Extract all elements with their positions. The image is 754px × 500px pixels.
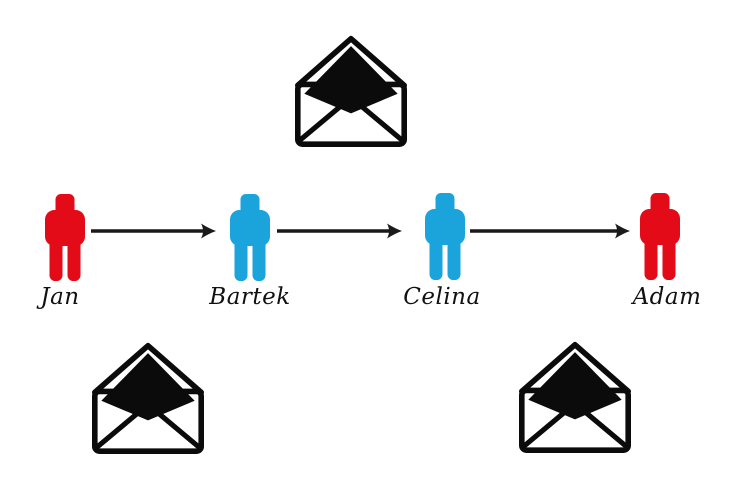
arrow-right-icon — [276, 220, 404, 242]
open-envelope-icon — [92, 339, 204, 456]
person-icon — [230, 194, 270, 281]
open-envelope-icon — [295, 32, 407, 149]
open-envelope-icon — [519, 338, 631, 455]
person-label: Adam — [632, 284, 702, 310]
person-label: Jan — [40, 284, 80, 310]
person-icon — [45, 194, 85, 281]
person-icon — [425, 193, 465, 280]
person-label: Bartek — [209, 284, 291, 310]
arrow-right-icon — [90, 220, 218, 242]
person-icon — [640, 193, 680, 280]
person-label: Celina — [403, 284, 481, 310]
arrow-right-icon — [469, 220, 632, 242]
